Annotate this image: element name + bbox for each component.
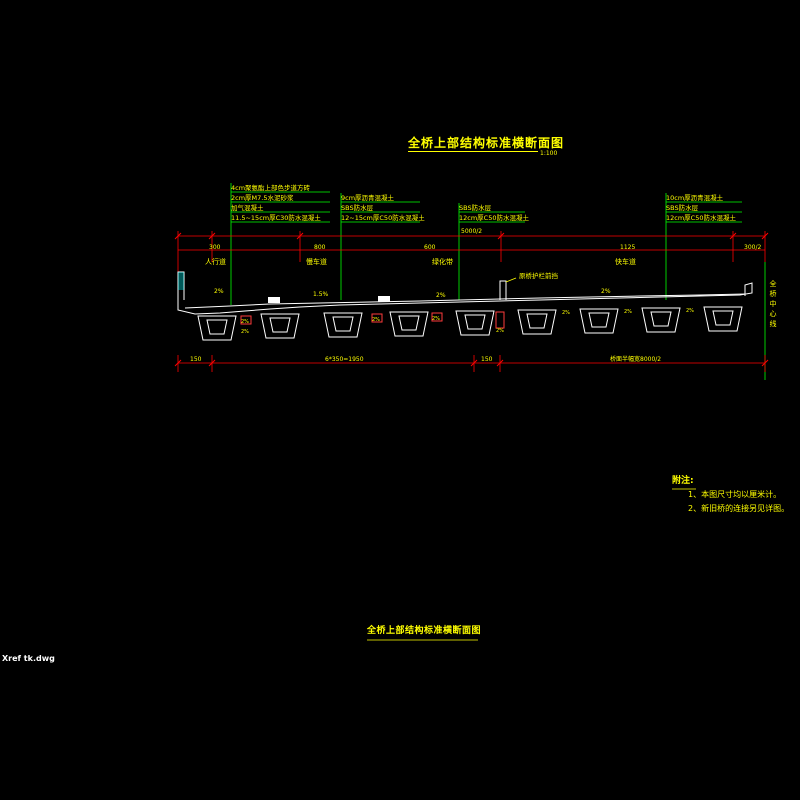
deck-slab <box>177 271 753 315</box>
dim-bottom-2: 6*350=1950 <box>325 356 364 363</box>
slope-label: 2% <box>214 288 224 295</box>
slope-label: 2% <box>241 319 249 325</box>
slope-label: 2% <box>436 292 446 299</box>
slope-label: 2% <box>624 309 632 315</box>
callout-line: 12cm厚C50防水混凝土 <box>459 214 529 222</box>
title-underline <box>408 151 538 152</box>
slope-label: 2% <box>562 310 570 316</box>
dim-mid-label: 5000/2 <box>461 228 483 235</box>
callout-slow-lane-layers: 9cm厚沥青混凝土 SBS防水层 12~15cm厚C50防水混凝土 <box>341 193 425 223</box>
dim-bottom-4: 桥面半幅宽8000/2 <box>610 356 662 363</box>
dim-top-3: 600 <box>424 244 436 251</box>
dim-top-2: 800 <box>314 244 326 251</box>
notes-item: 2、新旧桥的连接另见详图。 <box>688 504 790 513</box>
callout-line: 10cm厚沥青混凝土 <box>666 194 724 202</box>
callout-greenbelt-layers: SBS防水层 12cm厚C50防水混凝土 <box>459 203 529 223</box>
deck-posts <box>268 296 390 303</box>
slope-label: 2% <box>601 288 611 295</box>
xref-label: Xref tk.dwg <box>2 654 55 663</box>
bottom-dimension-ticks <box>174 359 769 367</box>
callout-line: 4cm聚氨酯上部色步道方砖 <box>231 184 311 192</box>
dim-bottom-1: 150 <box>190 356 202 363</box>
lane-slow: 慢车道 <box>306 258 327 266</box>
top-dimension-ticks <box>174 232 769 240</box>
bottom-drawing-title: 全桥上部结构标准横断面图 <box>367 626 482 636</box>
top-dimension-line <box>177 231 766 300</box>
notes-item: 1、本图尺寸均以厘米计。 <box>688 490 782 499</box>
dim-top-1: 300 <box>209 244 221 251</box>
joint-markers <box>240 311 505 329</box>
barrier-leader <box>505 277 517 283</box>
callout-line: 9cm厚沥青混凝土 <box>341 194 395 202</box>
lane-greenbelt: 绿化带 <box>432 258 453 266</box>
dim-top-4: 1125 <box>620 244 636 251</box>
sidewalk-cap <box>178 272 184 290</box>
callout-line: 12~15cm厚C50防水混凝土 <box>341 214 425 222</box>
dim-bottom-3: 150 <box>481 356 493 363</box>
callout-sidewalk-layers: 4cm聚氨酯上部色步道方砖 2cm厚M7.5水泥砂浆 加气混凝土 11.5~15… <box>231 183 321 223</box>
lane-sidewalk: 人行道 <box>205 258 226 266</box>
old-barrier-label: 原桥护栏前挡 <box>519 272 558 280</box>
box-girders <box>197 306 743 341</box>
callout-line: SBS防水层 <box>341 204 374 212</box>
drawing-title: 全桥上部结构标准横断面图 <box>408 136 565 150</box>
callout-line: 12cm厚C50防水混凝土 <box>666 214 736 222</box>
slope-label: 2% <box>496 328 504 334</box>
callout-leaders <box>230 183 742 305</box>
slope-label: 2% <box>372 317 380 323</box>
callout-line: 2cm厚M7.5水泥砂浆 <box>231 194 294 202</box>
drawing-scale: 1:100 <box>540 150 558 157</box>
dim-top-5: 300/2 <box>744 244 762 251</box>
callout-line: SBS防水层 <box>459 204 492 212</box>
callout-line: 加气混凝土 <box>231 204 264 212</box>
centerline-label: 全桥中心线 <box>769 280 777 330</box>
slope-label: 2% <box>241 329 249 335</box>
callout-fast-lane-layers: 10cm厚沥青混凝土 SBS防水层 12cm厚C50防水混凝土 <box>666 193 736 223</box>
slope-label: 2% <box>432 316 440 322</box>
callout-line: SBS防水层 <box>666 204 699 212</box>
slope-label: 2% <box>686 308 694 314</box>
callout-line: 11.5~15cm厚C30防水混凝土 <box>231 214 321 222</box>
slope-label: 1.5% <box>313 291 329 298</box>
bottom-dimension-line <box>177 355 766 372</box>
notes-heading: 附注: <box>672 476 694 486</box>
lane-fast: 快车道 <box>615 258 636 266</box>
